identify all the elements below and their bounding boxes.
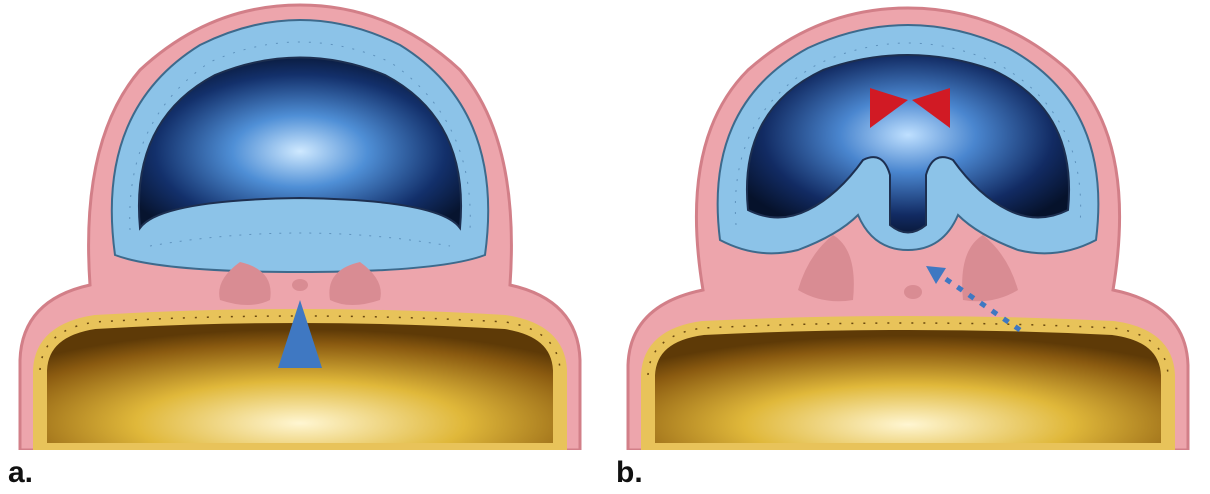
embryo-section-a-illustration (0, 0, 600, 450)
panel-b (608, 0, 1208, 450)
panel-a (0, 0, 600, 450)
panel-label-b: b. (616, 455, 643, 491)
yolk-sac (648, 323, 1168, 450)
notochord (904, 285, 922, 299)
panel-label-a: a. (8, 455, 33, 491)
embryo-section-b-illustration (608, 0, 1208, 450)
notochord (292, 279, 308, 291)
